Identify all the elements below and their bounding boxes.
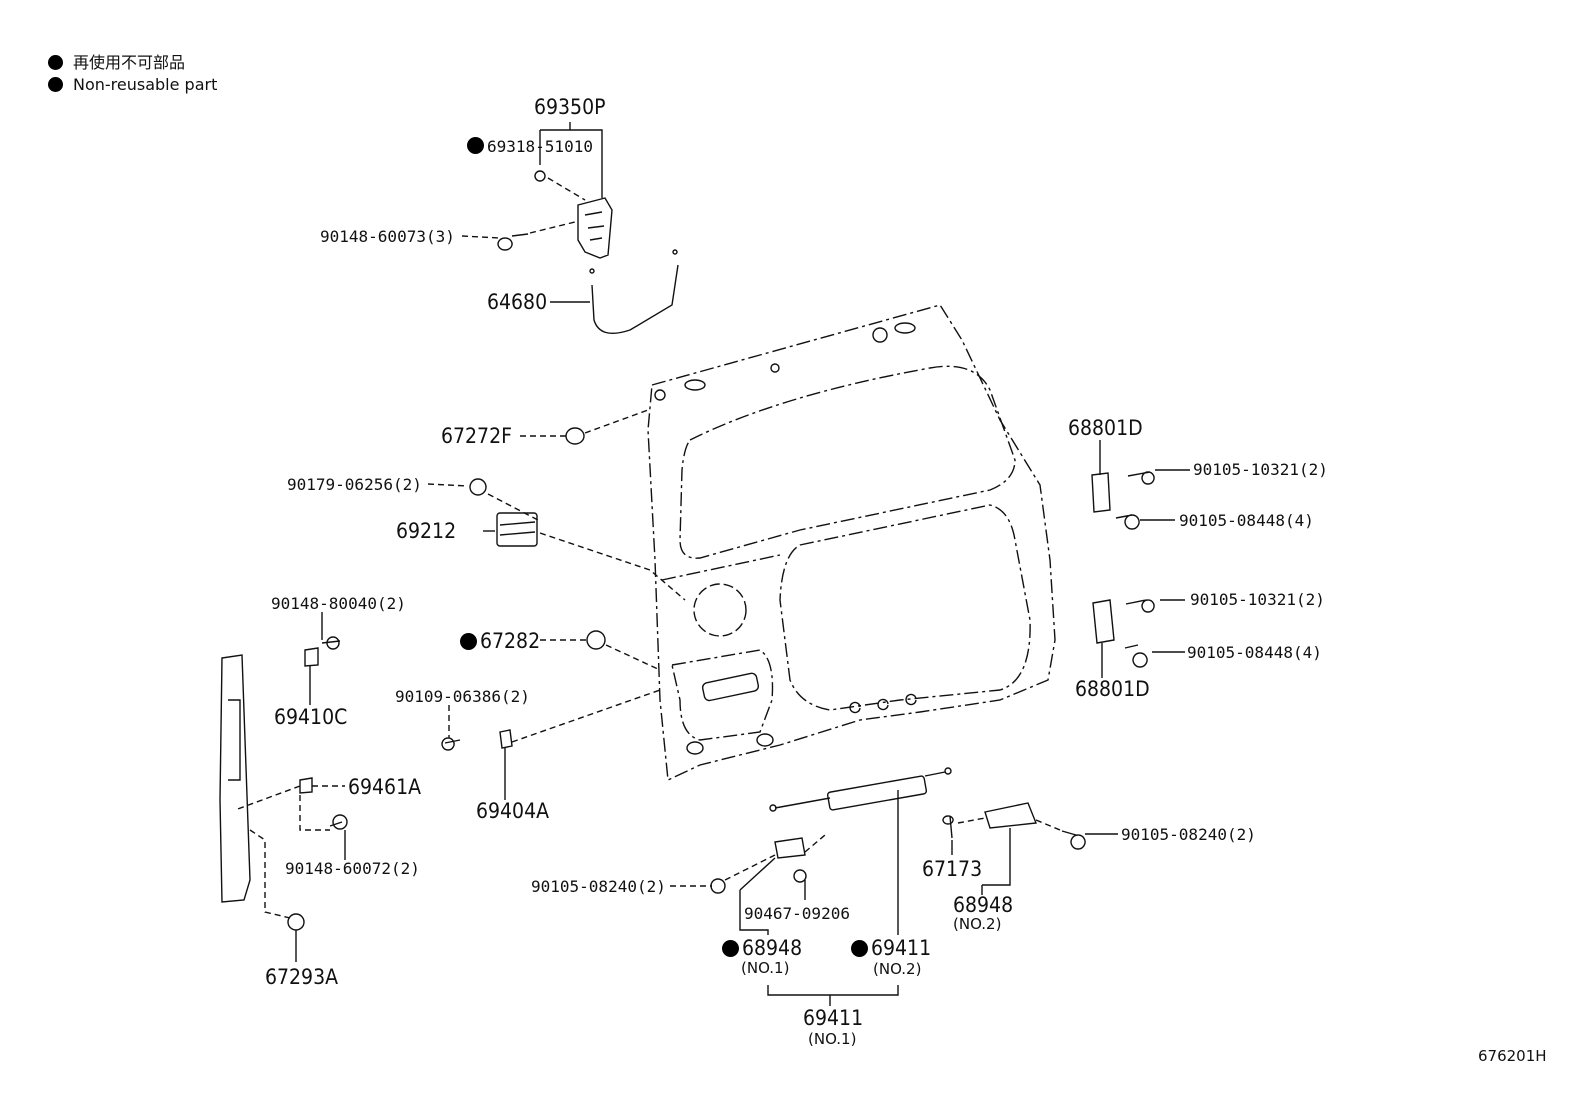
lock-assembly-69350P — [497, 170, 679, 334]
legend-non-reusable-en: Non-reusable part — [48, 75, 217, 94]
label-no2-a: (NO.2) — [873, 960, 922, 978]
label-69461A: 69461A — [348, 775, 422, 799]
label-67173: 67173 — [922, 857, 983, 881]
label-no2-b: (NO.2) — [953, 915, 1002, 933]
leader-lines — [234, 122, 1190, 1006]
label-69411-no2: 69411 — [851, 938, 931, 959]
label-69318-51010: 69318-51010 — [467, 137, 593, 155]
non-reusable-dot-icon — [48, 55, 63, 70]
label-90105-10321-top: 90105-10321(2) — [1193, 460, 1328, 479]
diagram-id: 676201H — [1478, 1047, 1547, 1065]
label-69411-no1: 69411 — [803, 1006, 864, 1030]
side-garnish-panel — [219, 654, 251, 903]
legend-non-reusable-jp: 再使用不可部品 — [48, 49, 185, 73]
label-90148-60072: 90148-60072(2) — [285, 859, 420, 878]
label-90148-80040: 90148-80040(2) — [271, 594, 406, 613]
label-90105-08448-top: 90105-08448(4) — [1179, 511, 1314, 530]
door-details — [654, 322, 917, 755]
back-door-panel — [647, 304, 1056, 782]
small-parts — [287, 427, 1155, 931]
label-90105-10321-bot: 90105-10321(2) — [1190, 590, 1325, 609]
label-68948-no2: 68948 — [953, 893, 1014, 917]
label-no1-a: (NO.1) — [741, 959, 790, 977]
label-90179-06256: 90179-06256(2) — [287, 475, 422, 494]
label-90105-08240-right: 90105-08240(2) — [1121, 825, 1256, 844]
label-68948-no1: 68948 — [722, 938, 802, 959]
label-68801D-top: 68801D — [1068, 416, 1143, 440]
back-door-stay-strut — [769, 767, 952, 812]
label-68801D-bot: 68801D — [1075, 677, 1150, 701]
label-67272F: 67272F — [441, 424, 512, 448]
label-90148-60073: 90148-60073(3) — [320, 227, 455, 246]
label-90467-09206: 90467-09206 — [744, 904, 850, 923]
label-67293A: 67293A — [265, 965, 339, 989]
label-64680: 64680 — [487, 290, 548, 314]
label-69404A: 69404A — [476, 799, 550, 823]
label-90109-06386: 90109-06386(2) — [395, 687, 530, 706]
label-67282: 67282 — [460, 631, 540, 652]
label-69350P: 69350P — [534, 95, 606, 119]
label-69410C: 69410C — [274, 705, 348, 729]
label-69212: 69212 — [396, 519, 457, 543]
label-90105-08448-bot: 90105-08448(4) — [1187, 643, 1322, 662]
label-90105-08240-left: 90105-08240(2) — [531, 877, 666, 896]
non-reusable-dot-icon — [48, 77, 63, 92]
label-no1-b: (NO.1) — [808, 1030, 857, 1048]
